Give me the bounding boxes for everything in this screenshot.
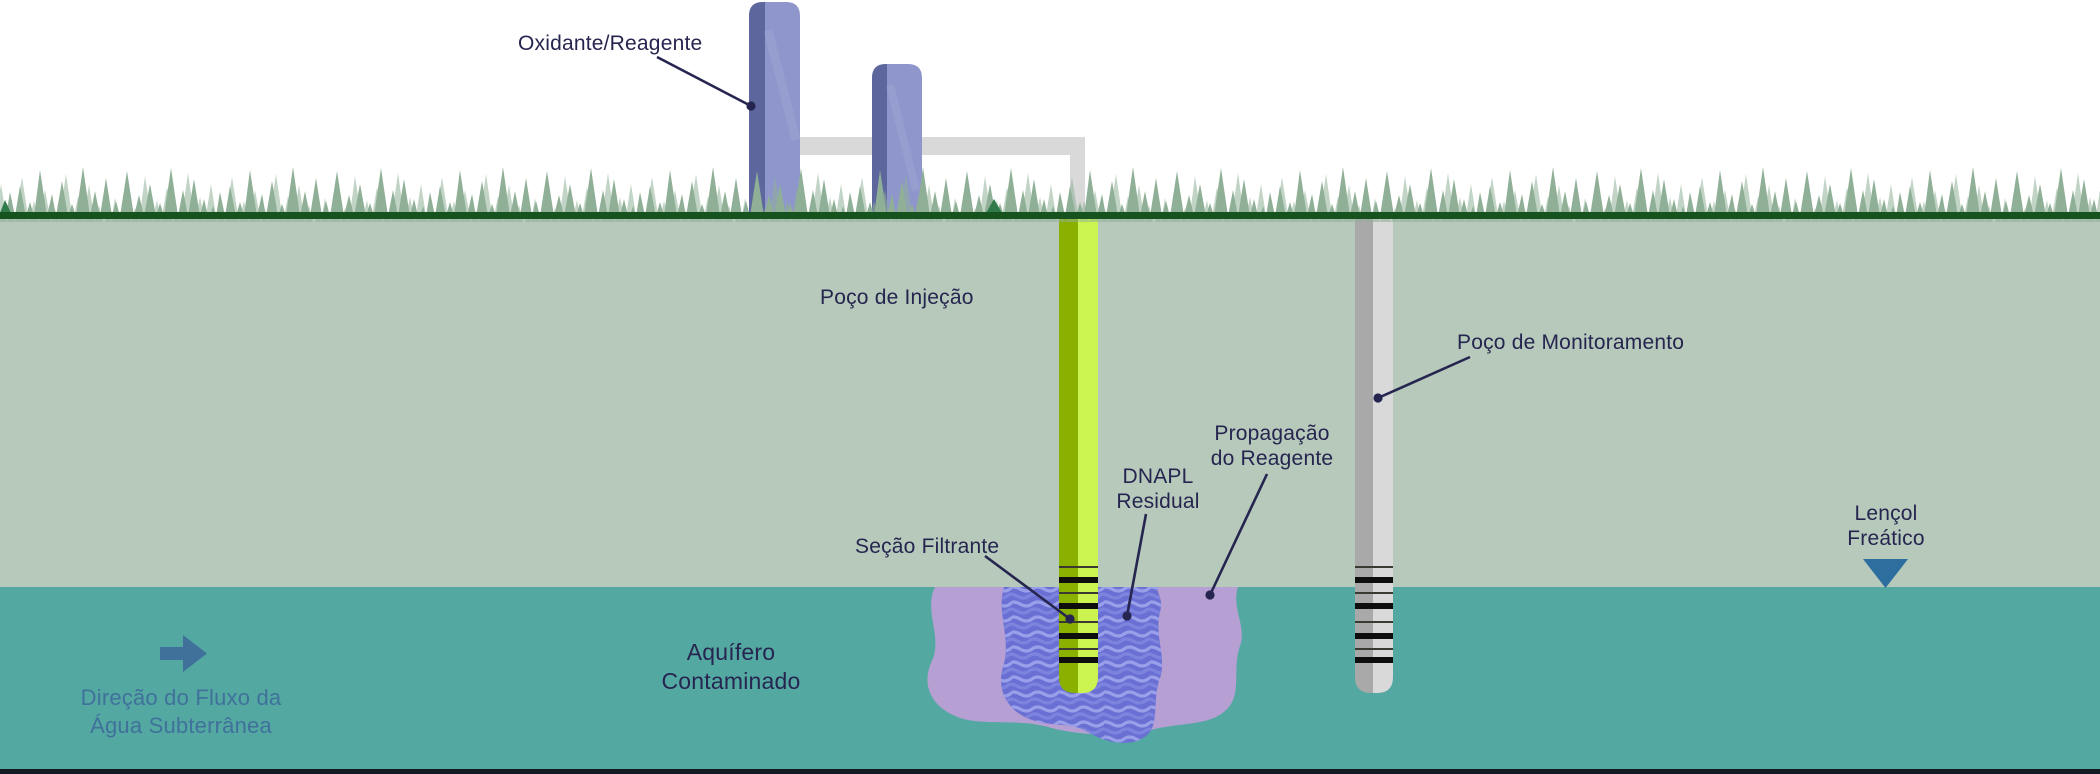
injection-well-label: Poço de Injeção (820, 286, 974, 309)
diagram-bottom-edge (0, 769, 2100, 774)
leader-dot-propagation (1205, 590, 1215, 600)
flow-arrow-icon (160, 635, 207, 672)
injection-well-casing-dark (1059, 215, 1078, 693)
grass-dark-sprout-left (0, 200, 11, 213)
screen-slot-thick (1059, 603, 1098, 609)
screen-slot-thin (1059, 621, 1098, 623)
screen-slot-thick (1059, 657, 1098, 663)
leader-oxidant (656, 55, 752, 108)
leader-propagation (1208, 473, 1269, 596)
screen-slot-thin (1355, 648, 1393, 650)
ground-surface-line (0, 212, 2100, 219)
leader-dot-screen (1065, 614, 1075, 624)
screen-slot-thin (1355, 566, 1393, 568)
grass-front-layer (0, 160, 2100, 216)
water-table-marker-icon (1863, 559, 1908, 588)
injection-well (1059, 215, 1098, 693)
leader-monitoring (1377, 355, 1471, 400)
monitoring-well-casing-light (1373, 215, 1393, 693)
groundwater-flow-label: Direção do Fluxo da Água Subterrânea (80, 685, 282, 738)
screen-slot-thin (1059, 592, 1098, 594)
screen-slot-thick (1059, 633, 1098, 639)
screen-slot-thin (1059, 566, 1098, 568)
grass-band (0, 160, 2100, 222)
screen-slot-thin (1355, 621, 1393, 623)
screen-slot-thick (1355, 657, 1393, 663)
monitoring-well-screen-slots (1355, 566, 1393, 663)
screen-section-label: Seção Filtrante (855, 535, 1000, 558)
injection-well-screen-slots (1059, 566, 1098, 663)
leader-dnapl (1125, 513, 1148, 617)
leader-dot-monitoring (1373, 393, 1383, 403)
screen-slot-thick (1355, 603, 1393, 609)
leader-dot-oxidant (746, 101, 756, 111)
tank-large-highlight (763, 28, 800, 142)
injection-well-casing-light (1078, 215, 1098, 693)
contaminated-aquifer-label: Aquífero Contaminado (661, 639, 801, 694)
screen-slot-thick (1355, 577, 1393, 583)
leader-screen (984, 554, 1071, 621)
grass-dark-sprout (986, 199, 1002, 213)
reagent-feed-pipe (796, 137, 1085, 219)
monitoring-well-casing-dark (1355, 215, 1373, 693)
reagent-propagation-label: Propagação do Reagente (1210, 422, 1334, 470)
dnapl-residual-label: DNAPL Residual (1116, 465, 1200, 513)
leader-dots (746, 101, 1383, 624)
screen-slot-thin (1059, 648, 1098, 650)
leader-lines (656, 55, 1471, 621)
leader-dot-dnapl (1122, 611, 1132, 621)
screen-slot-thick (1059, 577, 1098, 583)
screen-slot-thin (1355, 592, 1393, 594)
monitoring-well-label: Poço de Monitoramento (1457, 331, 1685, 354)
oxidant-reagent-label: Oxidante/Reagente (518, 32, 703, 55)
water-table-label: Lençol Freático (1847, 502, 1925, 550)
screen-slot-thick (1355, 633, 1393, 639)
monitoring-well (1355, 215, 1393, 693)
soil-vadose-zone (0, 219, 2100, 587)
